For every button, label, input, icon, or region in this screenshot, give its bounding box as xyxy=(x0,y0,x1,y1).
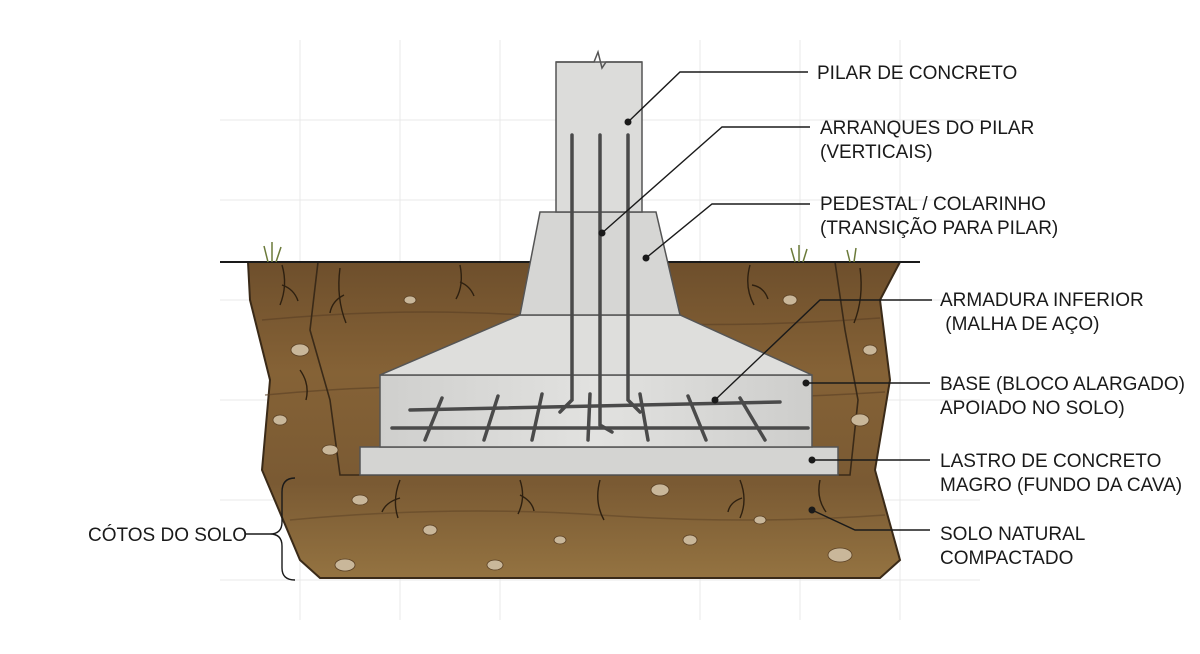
label-solo-line1: SOLO NATURAL xyxy=(940,524,1085,545)
mesh-bar xyxy=(738,396,767,442)
mesh-bar xyxy=(423,396,444,442)
label-base-line1: BASE (BLOCO ALARGADO) xyxy=(940,374,1185,395)
mesh-bar xyxy=(530,392,544,442)
mesh-bar xyxy=(638,392,650,442)
mesh-bar xyxy=(408,400,782,412)
label-armadura-line1: ARMADURA INFERIOR xyxy=(940,290,1144,311)
leader-arranques xyxy=(601,126,810,234)
label-arranques-line1: ARRANQUES DO PILAR xyxy=(820,118,1034,139)
label-lastro-line2: MAGRO (FUNDO DA CAVA) xyxy=(940,475,1182,496)
lean-concrete-slab xyxy=(359,446,839,476)
labels: PILAR DE CONCRETO ARRANQUES DO PILAR (VE… xyxy=(88,63,1185,569)
label-base-line2: APOIADO NO SOLO) xyxy=(940,398,1125,419)
soil-layer-line xyxy=(289,510,886,521)
label-pedestal-line2: (TRANSIÇÃO PARA PILAR) xyxy=(820,217,1058,239)
label-lastro-line1: LASTRO DE CONCRETO xyxy=(940,451,1161,472)
label-cotos: CÓTOS DO SOLO xyxy=(88,524,247,546)
leader-pilar xyxy=(627,71,808,123)
leader-lines xyxy=(246,71,932,581)
leader-armadura xyxy=(714,299,932,401)
leader-dots xyxy=(598,118,816,514)
label-arranques-line2: (VERTICAIS) xyxy=(820,142,933,163)
mesh-bar xyxy=(586,392,592,442)
leader-solo xyxy=(811,509,930,531)
mesh-bar xyxy=(686,394,708,442)
label-solo-line2: COMPACTADO xyxy=(940,548,1073,569)
pebbles xyxy=(272,294,878,572)
label-pilar: PILAR DE CONCRETO xyxy=(817,63,1017,84)
vertical-rebar xyxy=(626,133,642,414)
roots xyxy=(279,264,862,521)
grass-tufts xyxy=(263,242,857,263)
label-armadura-line2: (MALHA DE AÇO) xyxy=(940,314,1099,335)
mesh-bar xyxy=(482,394,500,442)
leader-pedestal xyxy=(645,203,810,259)
label-pedestal-line1: PEDESTAL / COLARINHO xyxy=(820,194,1046,215)
